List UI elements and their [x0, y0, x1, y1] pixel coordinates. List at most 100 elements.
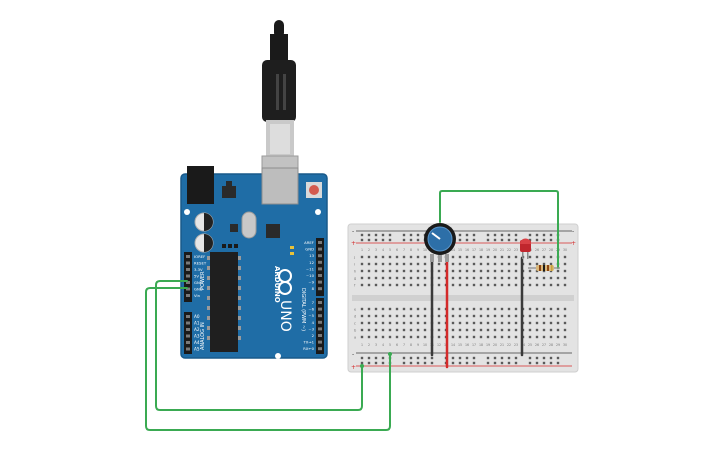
terminal-hole[interactable]	[451, 262, 455, 266]
rail-hole[interactable]	[500, 233, 504, 237]
terminal-hole[interactable]	[360, 307, 364, 311]
terminal-hole[interactable]	[500, 283, 504, 287]
analog-pin[interactable]	[186, 334, 190, 338]
terminal-hole[interactable]	[360, 321, 364, 325]
terminal-hole[interactable]	[507, 276, 511, 280]
terminal-hole[interactable]	[514, 314, 518, 318]
terminal-hole[interactable]	[423, 269, 427, 273]
terminal-hole[interactable]	[465, 328, 469, 332]
terminal-hole[interactable]	[507, 307, 511, 311]
terminal-hole[interactable]	[381, 314, 385, 318]
terminal-hole[interactable]	[507, 321, 511, 325]
terminal-hole[interactable]	[402, 269, 406, 273]
terminal-hole[interactable]	[563, 269, 567, 273]
rail-hole[interactable]	[507, 361, 511, 365]
terminal-hole[interactable]	[472, 276, 476, 280]
rail-hole[interactable]	[528, 233, 532, 237]
terminal-hole[interactable]	[374, 269, 378, 273]
terminal-hole[interactable]	[563, 321, 567, 325]
rail-hole[interactable]	[486, 361, 490, 365]
terminal-hole[interactable]	[563, 283, 567, 287]
digital-pin[interactable]	[318, 260, 322, 264]
terminal-hole[interactable]	[451, 283, 455, 287]
terminal-hole[interactable]	[500, 269, 504, 273]
terminal-hole[interactable]	[472, 269, 476, 273]
rail-hole[interactable]	[465, 238, 469, 242]
terminal-hole[interactable]	[451, 314, 455, 318]
digital-pin[interactable]	[318, 327, 322, 331]
rail-hole[interactable]	[493, 238, 497, 242]
terminal-hole[interactable]	[437, 335, 441, 339]
rail-hole[interactable]	[549, 233, 553, 237]
terminal-hole[interactable]	[388, 307, 392, 311]
terminal-hole[interactable]	[549, 314, 553, 318]
terminal-hole[interactable]	[416, 328, 420, 332]
rail-hole[interactable]	[507, 238, 511, 242]
power-pin[interactable]	[186, 294, 190, 297]
terminal-hole[interactable]	[367, 255, 371, 259]
terminal-hole[interactable]	[549, 321, 553, 325]
terminal-hole[interactable]	[388, 276, 392, 280]
terminal-hole[interactable]	[500, 262, 504, 266]
terminal-hole[interactable]	[395, 283, 399, 287]
rail-hole[interactable]	[367, 361, 371, 365]
rail-hole[interactable]	[458, 233, 462, 237]
resistor[interactable]	[528, 265, 560, 271]
terminal-hole[interactable]	[500, 321, 504, 325]
terminal-hole[interactable]	[374, 283, 378, 287]
terminal-hole[interactable]	[549, 328, 553, 332]
breadboard[interactable]: - + - + - + 1122334455667788991010111112…	[347, 223, 579, 373]
terminal-hole[interactable]	[374, 255, 378, 259]
rail-hole[interactable]	[528, 361, 532, 365]
terminal-hole[interactable]	[556, 307, 560, 311]
terminal-hole[interactable]	[563, 307, 567, 311]
terminal-hole[interactable]	[535, 262, 539, 266]
terminal-hole[interactable]	[493, 283, 497, 287]
rail-hole[interactable]	[451, 356, 455, 360]
terminal-hole[interactable]	[402, 321, 406, 325]
red-led[interactable]	[520, 238, 531, 260]
rail-hole[interactable]	[507, 356, 511, 360]
terminal-hole[interactable]	[423, 321, 427, 325]
terminal-hole[interactable]	[416, 307, 420, 311]
terminal-hole[interactable]	[458, 328, 462, 332]
terminal-hole[interactable]	[528, 276, 532, 280]
terminal-hole[interactable]	[500, 328, 504, 332]
rail-hole[interactable]	[486, 238, 490, 242]
terminal-hole[interactable]	[542, 335, 546, 339]
terminal-hole[interactable]	[465, 314, 469, 318]
terminal-hole[interactable]	[451, 276, 455, 280]
digital-pin[interactable]	[318, 320, 322, 324]
rail-hole[interactable]	[388, 233, 392, 237]
terminal-hole[interactable]	[563, 335, 567, 339]
power-pin[interactable]	[186, 274, 190, 278]
terminal-hole[interactable]	[360, 276, 364, 280]
terminal-hole[interactable]	[409, 328, 413, 332]
rail-hole[interactable]	[556, 361, 560, 365]
terminal-hole[interactable]	[465, 321, 469, 325]
terminal-hole[interactable]	[528, 262, 532, 266]
terminal-hole[interactable]	[395, 314, 399, 318]
terminal-hole[interactable]	[374, 276, 378, 280]
rail-hole[interactable]	[381, 238, 385, 242]
terminal-hole[interactable]	[556, 283, 560, 287]
terminal-hole[interactable]	[402, 307, 406, 311]
terminal-hole[interactable]	[535, 276, 539, 280]
terminal-hole[interactable]	[416, 283, 420, 287]
terminal-hole[interactable]	[458, 262, 462, 266]
rail-hole[interactable]	[388, 238, 392, 242]
terminal-hole[interactable]	[402, 328, 406, 332]
terminal-hole[interactable]	[437, 321, 441, 325]
terminal-hole[interactable]	[381, 262, 385, 266]
terminal-hole[interactable]	[409, 255, 413, 259]
terminal-hole[interactable]	[549, 262, 553, 266]
terminal-hole[interactable]	[465, 262, 469, 266]
terminal-hole[interactable]	[528, 255, 532, 259]
analog-pin[interactable]	[186, 347, 190, 351]
terminal-hole[interactable]	[451, 269, 455, 273]
terminal-hole[interactable]	[388, 283, 392, 287]
terminal-hole[interactable]	[542, 307, 546, 311]
terminal-hole[interactable]	[367, 269, 371, 273]
terminal-hole[interactable]	[367, 328, 371, 332]
